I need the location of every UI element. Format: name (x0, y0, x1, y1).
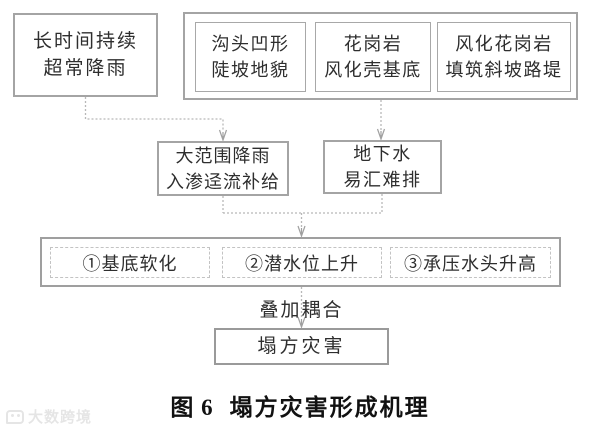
box-gully-line2: 陡坡地貌 (211, 60, 290, 80)
box-recharge-line2: 入渗迳流补给 (166, 171, 280, 192)
arrowhead-recharge (218, 129, 228, 142)
box-embankment-line1: 风化花岗岩 (455, 34, 553, 54)
figure-caption-title: 塌方灾害形成机理 (229, 395, 430, 420)
box-rainfall-line1: 长时间持续 (32, 31, 138, 52)
box-gully-line1: 沟头凹形 (211, 34, 290, 54)
box-groundwater-line1: 地下水 (353, 144, 412, 164)
coupling-label: 叠加耦合 (259, 300, 344, 321)
box-embankment-line2: 填筑斜坡路堤 (445, 60, 563, 80)
box-effect-water-table-rise: ②潜水位上升 (222, 247, 382, 278)
group-geology: 沟头凹形 陡坡地貌 花岗岩 风化壳基底 风化花岗岩 填筑斜坡路堤 (183, 12, 578, 100)
connector-merge-to-effects (222, 194, 383, 228)
box-recharge-line1: 大范围降雨 (175, 145, 271, 166)
arrowhead-effects (297, 225, 306, 238)
box-gully-landform: 沟头凹形 陡坡地貌 (195, 22, 306, 92)
box-effect-base-softening: ①基底软化 (50, 247, 210, 278)
figure-caption: 图 6 塌方灾害形成机理 (0, 388, 600, 422)
box-recharge: 大范围降雨 入渗迳流补给 (157, 141, 289, 196)
box-disaster: 塌方灾害 (214, 328, 389, 365)
figure-caption-number: 图 6 (170, 395, 214, 420)
box-granite-line2: 风化壳基底 (324, 60, 422, 80)
box-rainfall-line2: 超常降雨 (43, 58, 128, 79)
box-granite-base: 花岗岩 风化壳基底 (315, 22, 431, 92)
watermark-logo-icon (6, 409, 24, 424)
box-groundwater: 地下水 易汇难排 (323, 140, 442, 194)
watermark: 大数跨境 (6, 406, 92, 427)
watermark-text: 大数跨境 (28, 409, 93, 426)
box-rainfall: 长时间持续 超常降雨 (13, 13, 158, 97)
box-effect-pressure-head-rise: ③承压水头升高 (390, 247, 551, 278)
box-groundwater-line2: 易汇难排 (343, 170, 422, 190)
arrowhead-groundwater (376, 128, 386, 141)
box-effects-container: ①基底软化 ②潜水位上升 ③承压水头升高 (40, 237, 561, 287)
connector-rain-to-recharge (84, 97, 224, 131)
box-granite-line1: 花岗岩 (343, 34, 403, 54)
box-embankment: 风化花岗岩 填筑斜坡路堤 (437, 22, 571, 92)
